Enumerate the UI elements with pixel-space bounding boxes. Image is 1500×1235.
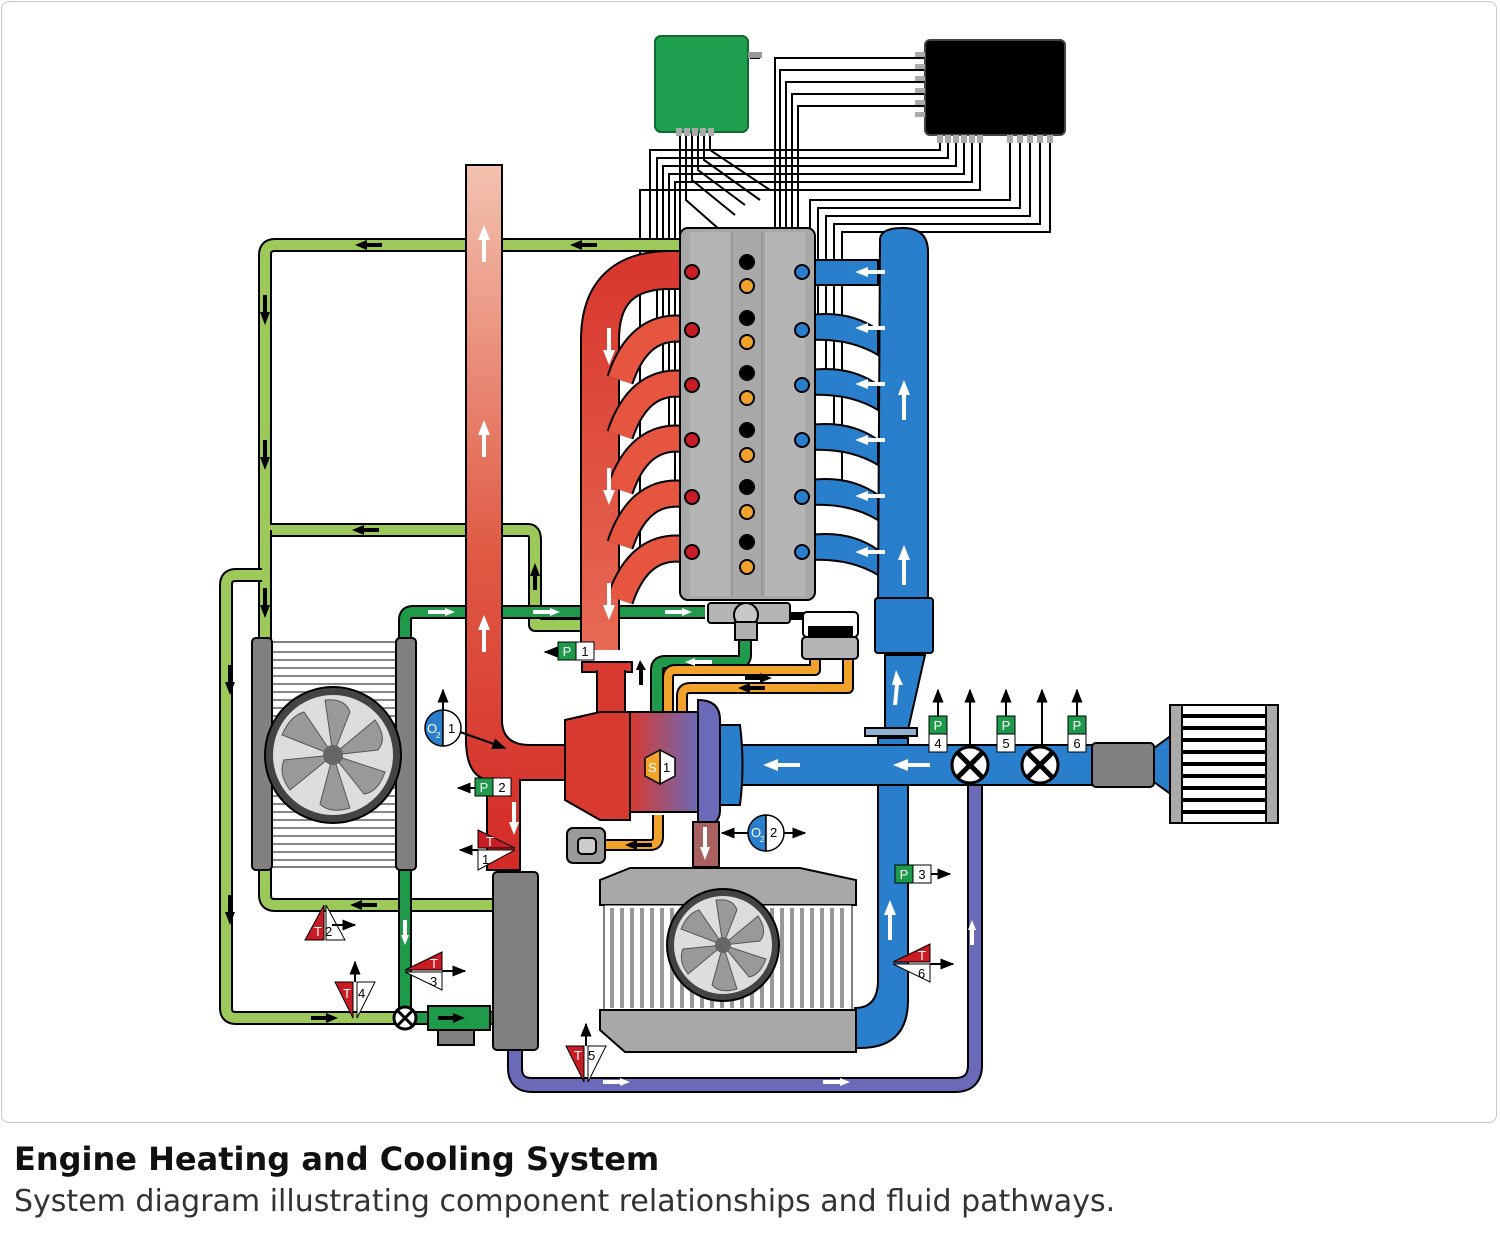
pressure-sensor-3: P 3	[894, 864, 952, 884]
p1-number: 1	[581, 644, 588, 659]
expansion-tank	[492, 871, 539, 1051]
t5-number: 5	[588, 1048, 595, 1063]
control-module-green	[654, 35, 762, 136]
exhaust-manifold	[580, 250, 693, 720]
intake-valves	[950, 745, 1060, 785]
turbocharger	[564, 698, 744, 868]
t2-letter: T	[314, 924, 322, 939]
control-unit-black	[915, 39, 1066, 143]
temperature-sensor-1: T 1	[458, 829, 516, 871]
p3-letter: P	[900, 867, 909, 882]
flow-arrows-white	[401, 225, 976, 1086]
temperature-sensor-5: T 5	[565, 1022, 607, 1083]
t4-letter: T	[343, 986, 351, 1001]
thermostat-housing	[707, 602, 859, 660]
engine-ports	[684, 254, 810, 575]
caption-title: Engine Heating and Cooling System	[14, 1140, 660, 1178]
oxygen-sensor-1: O 2 1	[424, 688, 507, 750]
t1-letter: T	[486, 834, 494, 849]
p2-letter: P	[480, 780, 489, 795]
o2-1-letter: O	[427, 721, 437, 736]
caption-subtitle: System diagram illustrating component re…	[14, 1184, 1116, 1219]
temperature-sensor-6: T 6	[892, 943, 955, 983]
t5-letter: T	[574, 1048, 582, 1063]
s1-letter: S	[648, 760, 657, 775]
pressure-sensor-6: P 6	[1067, 688, 1087, 753]
pressure-sensor-2: P 2	[456, 777, 512, 797]
p4-number: 4	[934, 736, 941, 751]
p3-number: 3	[918, 867, 925, 882]
o2-2-sub: 2	[760, 835, 765, 844]
radiator-left	[251, 637, 417, 871]
return-line	[507, 780, 983, 1093]
pressure-sensor-1: P 1	[543, 641, 595, 661]
pressure-sensor-4: P 4	[928, 688, 976, 753]
coolant-pump	[392, 1005, 491, 1046]
speed-sensor-1: S 1	[644, 748, 676, 786]
t3-number: 3	[430, 974, 437, 989]
p4-letter: P	[934, 718, 943, 733]
p6-letter: P	[1073, 718, 1082, 733]
p1-letter: P	[563, 644, 572, 659]
exhaust-stack	[465, 164, 566, 871]
coolant-loop-light	[219, 238, 680, 1025]
o2-1-sub: 2	[436, 731, 441, 740]
pressure-sensor-5: P 5	[996, 688, 1048, 753]
t1-number: 1	[482, 852, 489, 867]
p2-number: 2	[498, 780, 505, 795]
t6-number: 6	[918, 966, 925, 981]
air-filter	[1091, 704, 1279, 824]
t3-letter: T	[430, 956, 438, 971]
flow-arrows-black	[225, 240, 772, 1023]
o2-2-letter: O	[751, 825, 761, 840]
oxygen-sensor-2: O 2 2	[720, 814, 807, 852]
oil-filter	[566, 827, 606, 864]
t6-letter: T	[918, 948, 926, 963]
engine-block	[679, 227, 816, 601]
o2-1-number: 1	[448, 721, 455, 736]
o2-2-number: 2	[770, 825, 777, 840]
temperature-sensor-3: T 3	[404, 951, 467, 991]
p6-number: 6	[1073, 736, 1080, 751]
p5-number: 5	[1002, 736, 1009, 751]
s1-number: 1	[663, 760, 670, 775]
temperature-sensor-4: T 4	[334, 960, 376, 1019]
p5-letter: P	[1002, 718, 1011, 733]
intercooler	[599, 867, 857, 1053]
temperature-sensor-2: T 2	[304, 904, 357, 941]
engine-system-diagram: P 1 P 2 P 3 P 4 P 5 P 6	[219, 35, 1279, 1093]
t2-number: 2	[325, 924, 332, 939]
t4-number: 4	[358, 986, 365, 1001]
